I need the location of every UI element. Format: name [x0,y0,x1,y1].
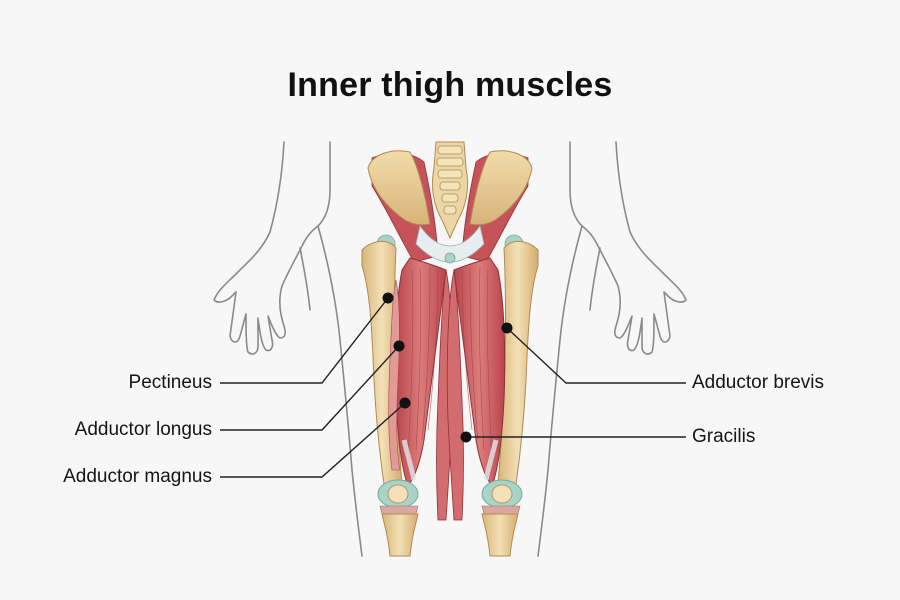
adductor-brevis-leader [506,327,686,384]
label-pectineus: Pectineus [128,372,212,393]
adductor-longus-leader [220,345,400,431]
tibias [381,513,519,557]
pectineus-dot [382,292,394,304]
knees [377,479,523,515]
adductor-magnus-leader [220,402,406,478]
adductor-muscles [388,257,506,521]
label-adductor-brevis: Adductor brevis [692,372,825,393]
leader-lines [220,297,686,478]
label-gracilis: Gracilis [692,426,756,447]
pectineus-leader [220,297,389,384]
adductor-magnus-dot [399,397,411,409]
pointer-dots [382,292,513,443]
label-adductor-longus: Adductor longus [74,419,212,440]
label-adductor-magnus: Adductor magnus [63,466,212,487]
gracilis-dot [460,431,472,443]
adductor-brevis-dot [501,322,513,334]
adductor-longus-dot [393,340,405,352]
diagram-title: Inner thigh muscles [287,66,613,104]
body-outline [213,141,687,557]
